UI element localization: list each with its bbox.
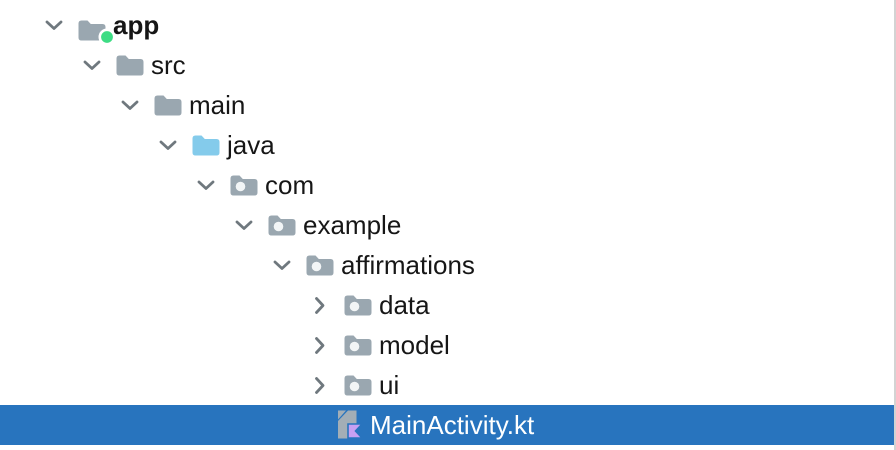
chevron-right-icon[interactable] [311,296,329,314]
tree-row-label: ui [379,370,400,400]
chevron-down-icon[interactable] [45,16,63,34]
chevron-down-icon[interactable] [121,96,139,114]
tree-row-label: example [303,210,402,240]
package-folder-icon [344,368,372,402]
android-module-folder-icon [78,8,116,46]
package-folder-icon [268,208,296,242]
tree-row-label: affirmations [341,250,475,280]
chevron-down-icon[interactable] [273,256,291,274]
tree-row-label: model [379,330,450,360]
tree-row-label: java [227,130,275,160]
tree-row-data[interactable]: data [0,285,894,325]
tree-row-src[interactable]: src [0,45,894,85]
package-folder-icon [306,248,334,282]
tree-row-label: com [265,170,315,200]
tree-row-com[interactable]: com [0,165,894,205]
folder-icon [116,48,144,82]
tree-row-mainactivity-kt[interactable]: MainActivity.kt [0,405,894,445]
package-folder-icon [344,328,372,362]
chevron-down-icon[interactable] [83,56,101,74]
package-folder-icon [344,288,372,322]
tree-row-label: MainActivity.kt [370,410,535,440]
tree-row-label: app [113,10,160,40]
tree-row-ui[interactable]: ui [0,365,894,405]
chevron-down-icon[interactable] [197,176,215,194]
tree-row-example[interactable]: example [0,205,894,245]
package-folder-icon [230,168,258,202]
folder-icon [154,88,182,122]
kotlin-file-icon [335,408,364,442]
tree-row-label: data [379,290,430,320]
tree-row-affirmations[interactable]: affirmations [0,245,894,285]
tree-row-label: src [151,50,186,80]
chevron-down-icon[interactable] [235,216,253,234]
tree-row-label: main [189,90,246,120]
chevron-down-icon[interactable] [159,136,177,154]
source-folder-icon [192,128,220,162]
chevron-right-icon[interactable] [311,336,329,354]
tree-row-model[interactable]: model [0,325,894,365]
chevron-right-icon[interactable] [311,376,329,394]
tree-row-java[interactable]: java [0,125,894,165]
tree-row-main[interactable]: main [0,85,894,125]
tree-row-app[interactable]: app [0,5,894,46]
